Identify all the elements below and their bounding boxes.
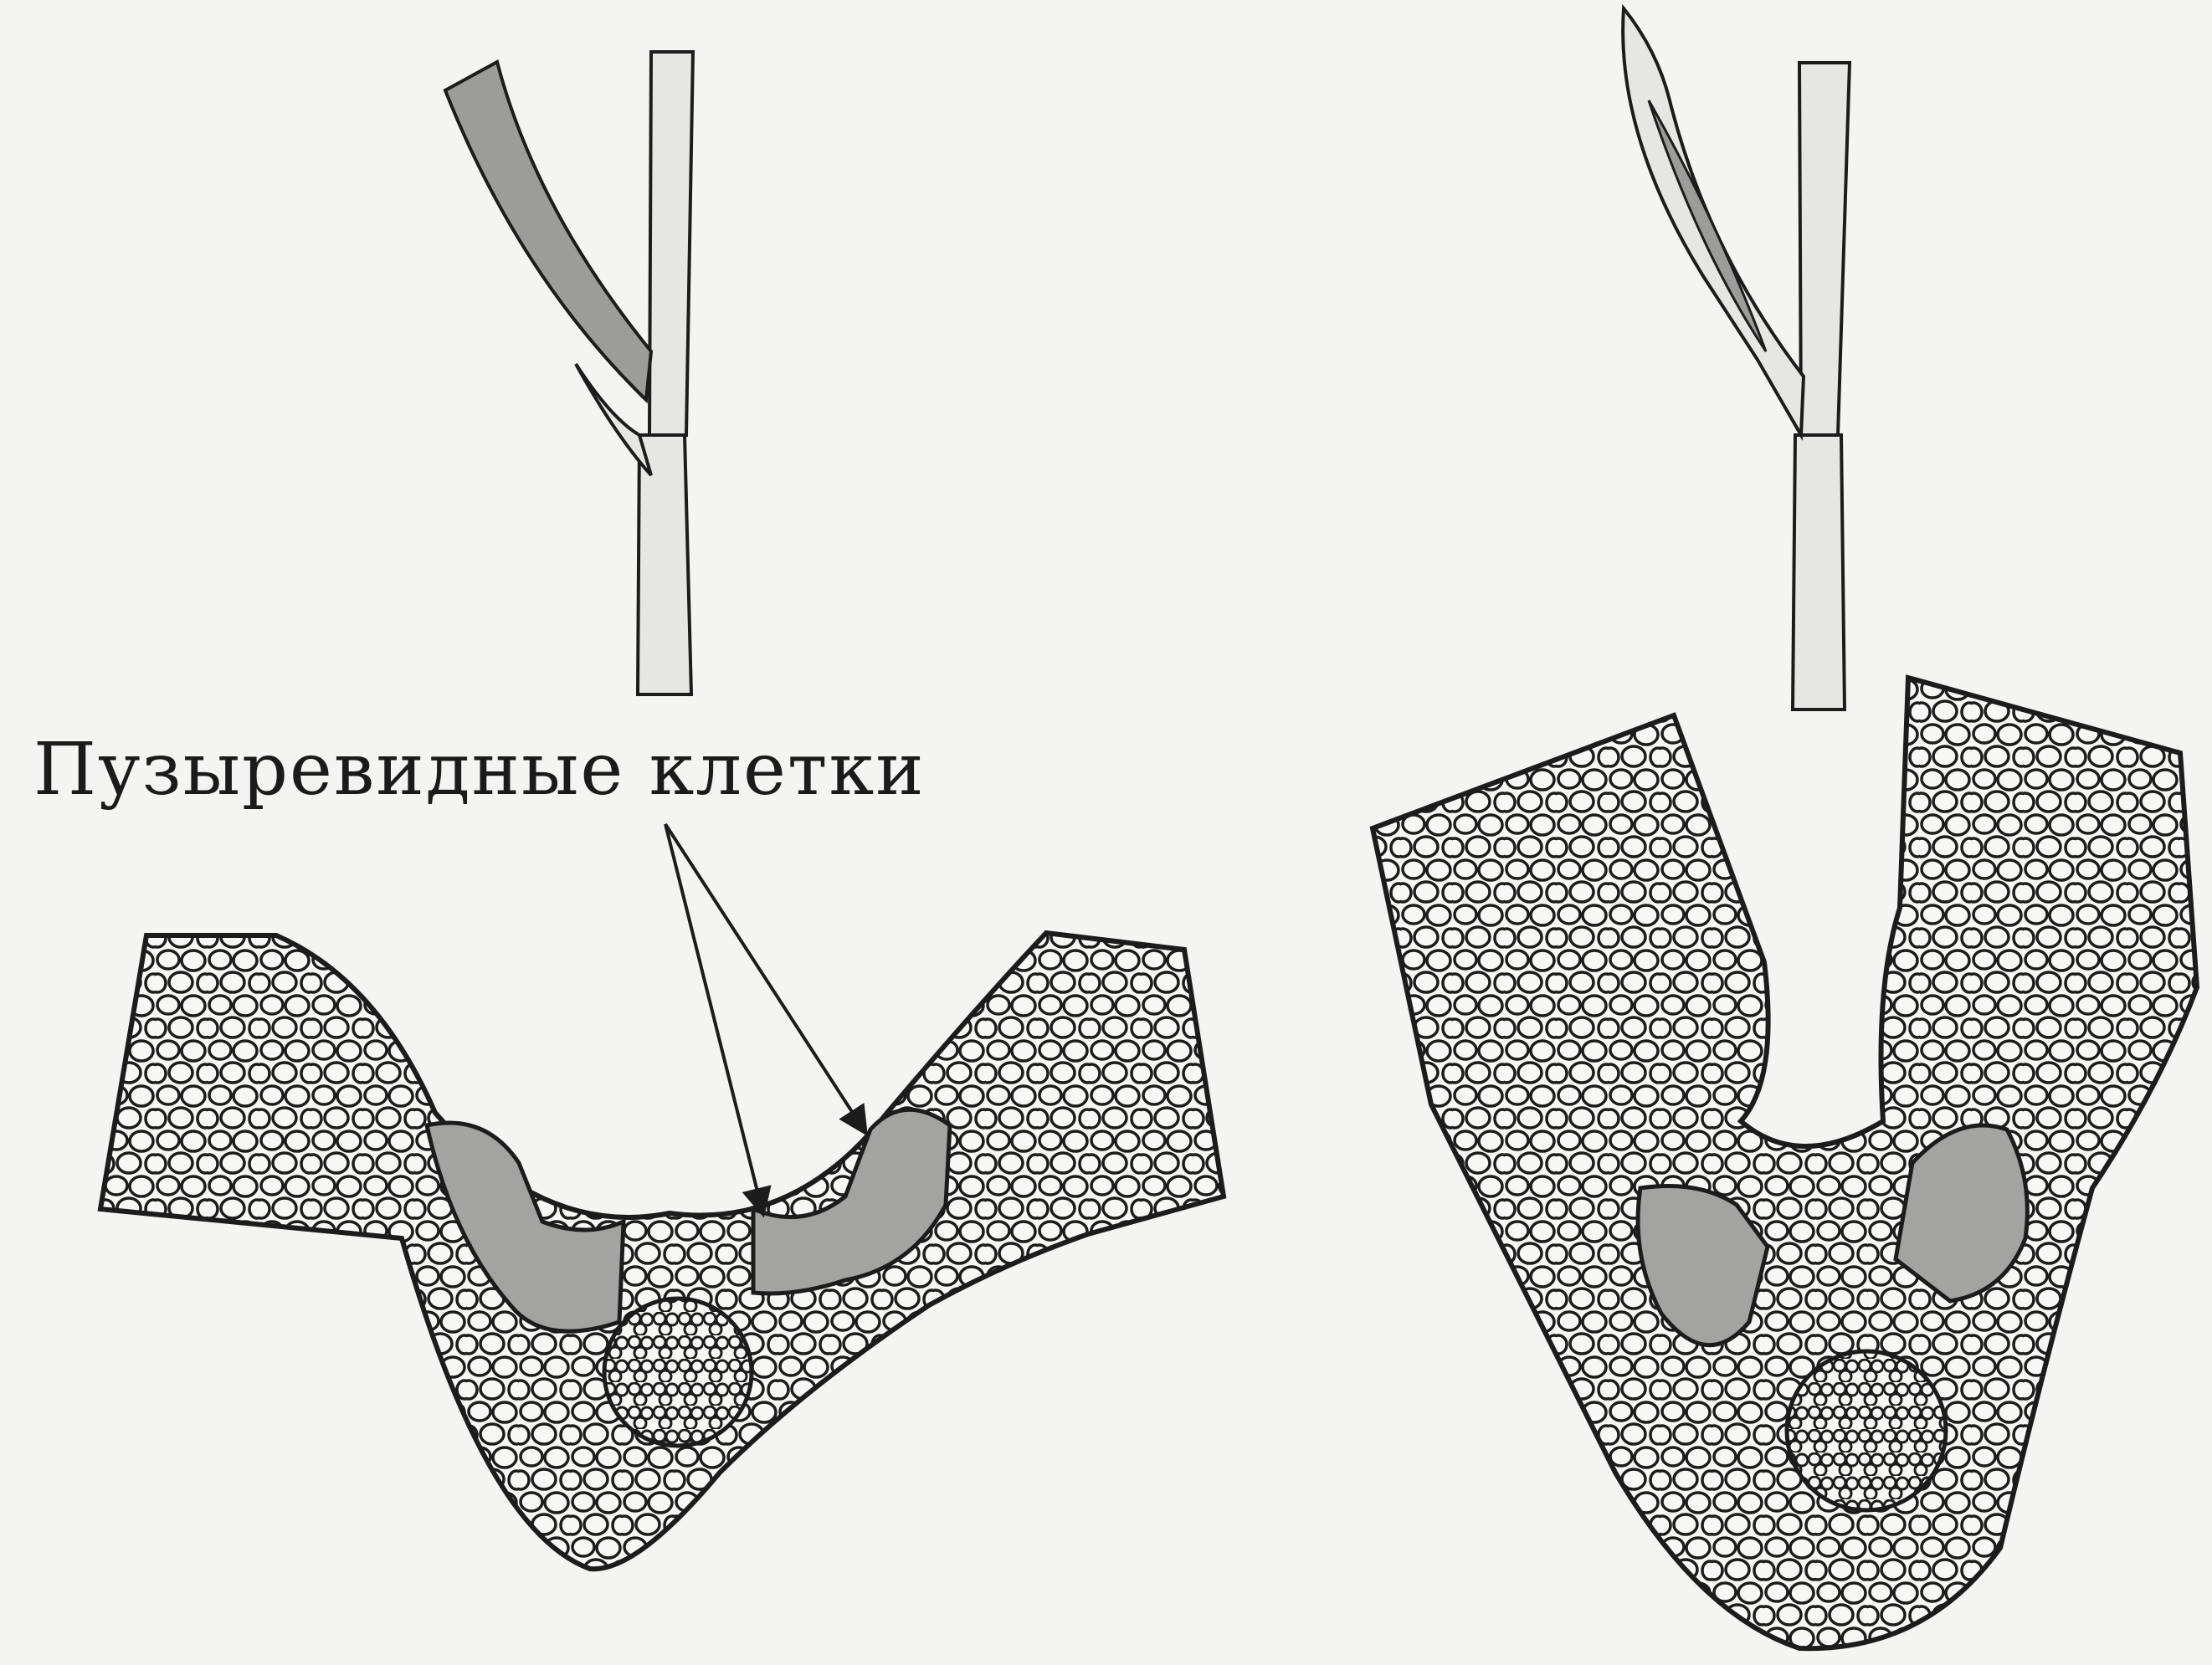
tissue-outline (1373, 678, 2197, 1648)
bulliform-cells-label: Пузыревидные клетки (33, 728, 926, 812)
stem-lower (1793, 435, 1845, 710)
folded-leaf-cross-section (1373, 678, 2197, 1648)
stem-upper (649, 52, 693, 435)
open-leaf-sketch (445, 52, 693, 694)
folded-blade-inner (1649, 100, 1766, 351)
annotation-arrows (665, 824, 866, 1215)
arrow-to-bulliform-left (665, 824, 763, 1215)
vascular-bundle (1787, 1351, 1946, 1510)
stem-upper (1799, 63, 1850, 435)
vascular-bundle (604, 1299, 752, 1446)
arrow-to-bulliform-right (665, 824, 866, 1134)
leaf-blade (445, 62, 651, 400)
folded-leaf-sketch (1623, 8, 1850, 710)
tissue-outline (100, 933, 1224, 1569)
folded-blade-outer (1623, 8, 1804, 435)
stem-lower (638, 435, 691, 694)
open-leaf-cross-section (100, 933, 1224, 1569)
